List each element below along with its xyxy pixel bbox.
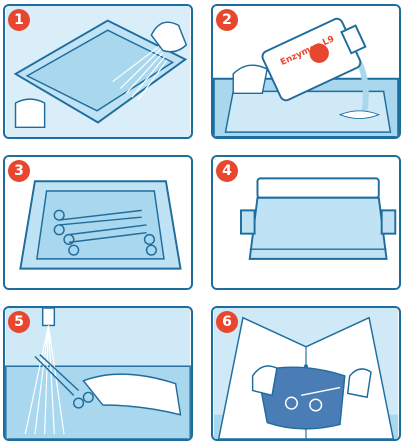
step-number-badge: 4 (216, 160, 238, 182)
step-5-panel: 5 (3, 306, 193, 441)
step-number-badge: 2 (216, 9, 238, 31)
step-3-panel: 3 (3, 155, 193, 290)
pour-detergent-illustration: Enzymex L9 (213, 6, 399, 137)
step-number-badge: 1 (8, 9, 30, 31)
dry-with-cloth-illustration (213, 308, 399, 439)
instruments-in-tray-illustration (5, 157, 191, 288)
step-6-panel: 6 (211, 306, 401, 441)
rinse-under-tap-illustration (5, 308, 191, 439)
rinse-tray-illustration (5, 6, 191, 137)
step-4-panel: 4 (211, 155, 401, 290)
step-number-badge: 5 (8, 311, 30, 333)
step-number-badge: 6 (216, 311, 238, 333)
step-2-panel: Enzymex L9 2 (211, 4, 401, 139)
step-number-badge: 3 (8, 160, 30, 182)
covered-tray-illustration (213, 157, 399, 288)
step-1-panel: 1 (3, 4, 193, 139)
